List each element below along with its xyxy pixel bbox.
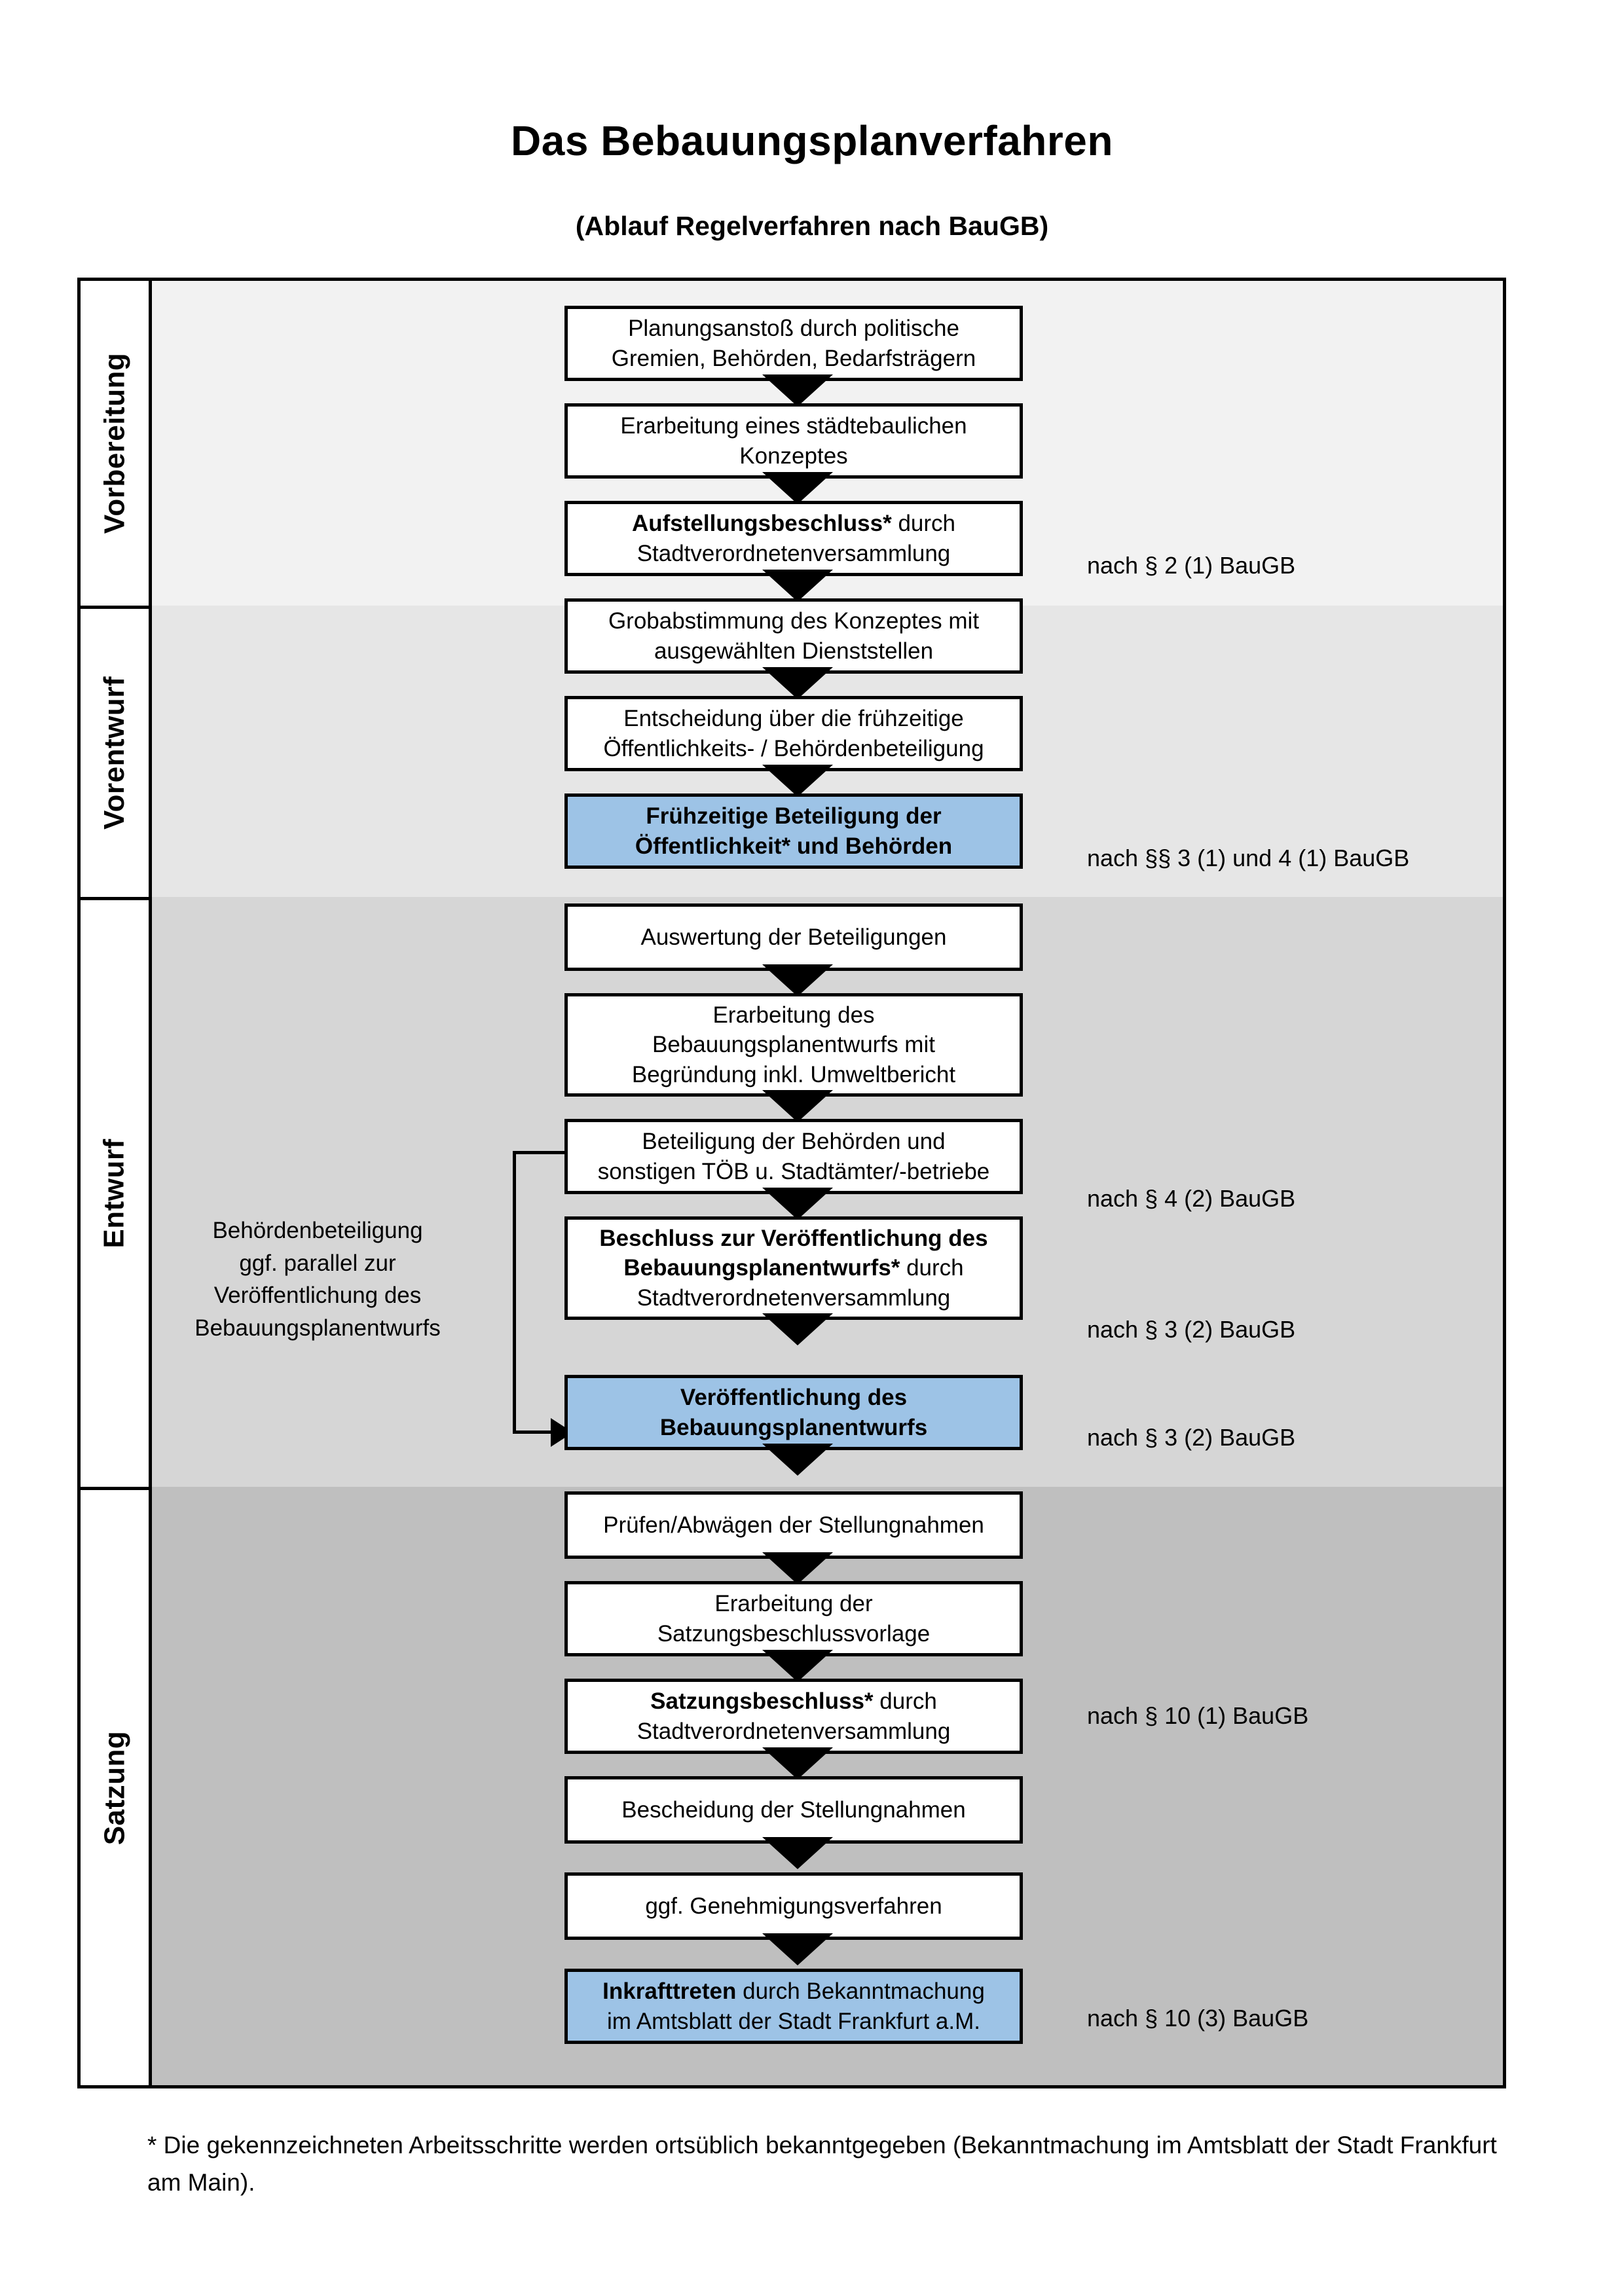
phase-separator-2 bbox=[81, 897, 152, 900]
flow-arrow-icon bbox=[762, 1188, 833, 1220]
side-note-line: Veröffentlichung des bbox=[213, 1283, 422, 1309]
label-column-divider bbox=[149, 278, 152, 2088]
flow-arrow-icon bbox=[762, 765, 833, 797]
process-box-text: Bescheidung der Stellungnahmen bbox=[621, 1796, 966, 1823]
process-box-pruefen-abwaegen[interactable]: Prüfen/Abwägen der Stellungnahmen bbox=[564, 1491, 1023, 1559]
phase-label-satzung: Satzung bbox=[81, 1490, 149, 2085]
page-subtitle: (Ablauf Regelverfahren nach BauGB) bbox=[575, 211, 1049, 241]
bypass-connector-vertical bbox=[513, 1151, 516, 1432]
process-box-bescheidung-stellungnahmen[interactable]: Bescheidung der Stellungnahmen bbox=[564, 1776, 1023, 1844]
process-box-text: Auswertung der Beteiligungen bbox=[640, 924, 947, 950]
flow-arrow-icon bbox=[762, 964, 833, 996]
flow-arrow-icon bbox=[762, 1313, 833, 1345]
flow-arrow-icon bbox=[762, 1650, 833, 1682]
side-note-line: ggf. parallel zur bbox=[239, 1250, 396, 1276]
bypass-connector-bottom bbox=[513, 1430, 551, 1434]
flow-arrow-icon bbox=[762, 1933, 833, 1965]
phase-label-entwurf: Entwurf bbox=[81, 900, 149, 1487]
flow-arrow-icon bbox=[762, 472, 833, 504]
process-box-genehmigungsverfahren[interactable]: ggf. Genehmigungsverfahren bbox=[564, 1872, 1023, 1940]
side-note-line: Bebauungsplanentwurfs bbox=[194, 1315, 441, 1341]
flow-arrow-icon bbox=[762, 374, 833, 407]
flow-arrow-icon bbox=[762, 667, 833, 699]
bypass-connector-top bbox=[513, 1151, 568, 1154]
flow-arrow-icon bbox=[762, 1552, 833, 1584]
phase-label-vorbereitung: Vorbereitung bbox=[81, 281, 149, 606]
footnote: * Die gekennzeichneten Arbeitsschritte w… bbox=[147, 2132, 1497, 2196]
law-reference-par3-2-b: nach § 3 (2) BauGB bbox=[1087, 1424, 1296, 1451]
phase-separator-3 bbox=[81, 1487, 152, 1490]
law-reference-par3-2-a: nach § 3 (2) BauGB bbox=[1087, 1316, 1296, 1343]
flow-arrow-icon bbox=[762, 1747, 833, 1779]
phase-separator-1 bbox=[81, 606, 152, 609]
law-reference-par2-1: nach § 2 (1) BauGB bbox=[1087, 552, 1296, 579]
flow-arrow-icon bbox=[762, 1837, 833, 1869]
flow-arrow-icon bbox=[762, 570, 833, 602]
process-box-text: ggf. Genehmigungsverfahren bbox=[645, 1893, 942, 1919]
process-box-text: Prüfen/Abwägen der Stellungnahmen bbox=[603, 1512, 984, 1538]
side-note: Behördenbeteiligung ggf. parallel zur Ve… bbox=[164, 1214, 471, 1345]
law-reference-par10-3: nach § 10 (3) BauGB bbox=[1087, 2005, 1309, 2032]
law-reference-par10-1: nach § 10 (1) BauGB bbox=[1087, 1702, 1309, 1729]
law-reference-par3-1-4-1: nach §§ 3 (1) und 4 (1) BauGB bbox=[1087, 845, 1410, 871]
flow-arrow-icon bbox=[762, 1090, 833, 1122]
process-box-auswertung-beteiligungen[interactable]: Auswertung der Beteiligungen bbox=[564, 903, 1023, 971]
side-note-line: Behördenbeteiligung bbox=[212, 1218, 423, 1243]
law-reference-par4-2: nach § 4 (2) BauGB bbox=[1087, 1185, 1296, 1212]
page-title: Das Bebauungsplanverfahren bbox=[511, 117, 1113, 164]
diagram-frame bbox=[77, 278, 1506, 2088]
flow-arrow-icon bbox=[762, 1444, 833, 1476]
phase-label-vorentwurf: Vorentwurf bbox=[81, 609, 149, 897]
